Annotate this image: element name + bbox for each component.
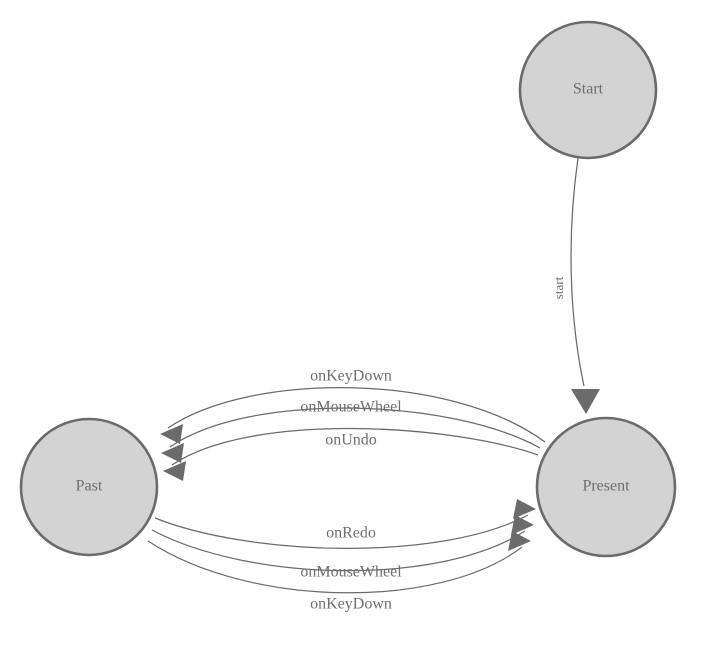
arrowhead-onkeydown-lower [508, 531, 531, 551]
edge-label-onundo: onUndo [325, 432, 377, 449]
edge-label-group: onKeyDown onMouseWheel onUndo onRedo onM… [300, 276, 566, 612]
edge-group-present-to-past [160, 386, 546, 481]
arrowhead-onkeydown-upper [160, 424, 183, 444]
edge-label-onredo: onRedo [326, 525, 376, 542]
edge-path-onkeydown-upper[interactable] [167, 386, 546, 443]
node-past-label: Past [76, 478, 103, 495]
node-present[interactable]: Present [535, 416, 677, 558]
node-start-circle[interactable] [518, 20, 658, 160]
edge-label-start: start [551, 276, 566, 299]
edge-label-onkeydown-upper: onKeyDown [310, 368, 392, 385]
node-past-circle[interactable] [19, 417, 159, 557]
arrowhead-onmousewheel-upper [161, 443, 184, 463]
node-present-circle[interactable] [535, 416, 677, 558]
edge-label-onmousewheel-lower: onMouseWheel [300, 564, 402, 581]
edge-path-onredo[interactable] [154, 514, 529, 549]
node-start-label: Start [573, 81, 604, 98]
edge-label-onmousewheel-upper: onMouseWheel [300, 399, 402, 416]
arrowhead-onundo [163, 461, 186, 481]
edge-path-onmousewheel-upper[interactable] [169, 407, 541, 449]
edge-path-onkeydown-lower[interactable] [147, 540, 523, 594]
arrowhead-start [571, 389, 600, 414]
edge-path-onmousewheel-lower[interactable] [151, 529, 526, 572]
arrowhead-onredo [513, 499, 536, 519]
edge-path-onundo[interactable] [171, 427, 539, 466]
edge-path-start[interactable] [570, 157, 585, 387]
node-start[interactable]: Start [518, 20, 658, 160]
edge-label-onkeydown-lower: onKeyDown [310, 596, 392, 613]
node-past[interactable]: Past [19, 417, 159, 557]
node-present-label: Present [582, 478, 630, 495]
edge-group-start-to-present [570, 157, 600, 414]
edge-group-past-to-present [147, 499, 536, 594]
arrowhead-onmousewheel-lower [511, 515, 534, 535]
